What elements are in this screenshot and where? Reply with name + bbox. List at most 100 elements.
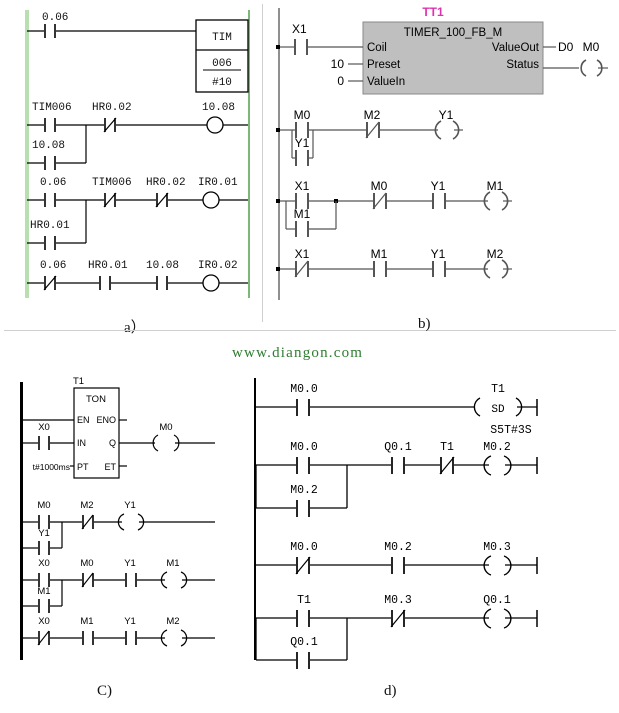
contact-label: M0 xyxy=(294,108,311,122)
output-coil[interactable] xyxy=(202,191,220,209)
contact-label: X1 xyxy=(295,179,310,193)
contact-label: T1 xyxy=(297,594,311,607)
contact-label: 10.08 xyxy=(146,260,179,272)
left-power-rail xyxy=(25,10,29,298)
output-coil[interactable] xyxy=(473,397,481,417)
timer-function-block[interactable]: TT1 TIMER_100_FB_M Coil Preset ValueIn V… xyxy=(362,5,544,95)
fb-output-pin-status: Status xyxy=(506,59,539,71)
output-coil[interactable] xyxy=(152,434,159,452)
caption-c: C) xyxy=(97,683,112,699)
output-coil[interactable] xyxy=(202,274,220,292)
contact-slash xyxy=(155,192,169,208)
coil-label: Y1 xyxy=(124,500,136,511)
coil-label: M1 xyxy=(166,558,179,569)
output-coil[interactable] xyxy=(117,513,125,531)
ton-pin-pt: PT xyxy=(77,462,89,472)
output-coil[interactable] xyxy=(483,191,491,211)
ton-pin-eno: ENO xyxy=(96,415,116,425)
b-rung-2: X1 M0 Y1 M1 M1 xyxy=(276,179,512,237)
coil-label: Q0.1 xyxy=(483,594,511,607)
contact-label: M0.0 xyxy=(290,383,318,396)
output-coil[interactable] xyxy=(206,116,224,134)
ton-pt-value: t#1000ms xyxy=(33,462,70,472)
contact-label: M0.0 xyxy=(290,541,318,554)
output-coil[interactable] xyxy=(483,455,492,476)
coil-label: 10.08 xyxy=(202,102,235,114)
fb-preset-value: 10 xyxy=(331,57,345,71)
coil-label: M0.3 xyxy=(483,541,511,554)
contact-slash xyxy=(390,609,406,628)
contact-slash xyxy=(294,260,309,278)
timer-preset-label: S5T#3S xyxy=(490,424,532,437)
ton-body[interactable] xyxy=(73,387,120,479)
contact-label: M2 xyxy=(364,108,381,122)
coil-label: IR0.01 xyxy=(198,177,238,189)
panel-divider-horizontal xyxy=(4,330,616,331)
caption-a: a） xyxy=(124,320,146,336)
contact-label: T1 xyxy=(440,441,454,454)
output-coil[interactable] xyxy=(483,555,492,576)
c-rung-1: M0 M2 Y1 Y1 xyxy=(21,500,215,555)
fb-status-target-label: M0 xyxy=(583,40,600,54)
a-rung-1: 0.06 TIM 006 #10 xyxy=(27,12,249,93)
panel-a-omron: 0.06 TIM 006 #10 TIM006 HR0.02 10.08 10.… xyxy=(0,0,262,310)
panel-divider-vertical xyxy=(262,4,263,322)
left-power-rail xyxy=(278,8,280,300)
tim-block[interactable] xyxy=(195,19,249,93)
branch-contact-label: M0.2 xyxy=(290,484,318,497)
fb-input-pin-preset: Preset xyxy=(367,59,401,71)
c-rung-2: X0 M0 Y1 M1 M1 xyxy=(21,558,215,613)
ton-pin-q: Q xyxy=(109,438,116,448)
fb-coil-source-label: X1 xyxy=(292,22,307,36)
c-rung-3: X0 M1 Y1 M2 xyxy=(22,616,215,647)
fb-input-pin-valuein: ValueIn xyxy=(367,76,405,88)
coil-label: T1 xyxy=(491,383,505,396)
output-coil[interactable] xyxy=(160,571,168,589)
a-rung-4: 0.06 HR0.01 10.08 IR0.02 xyxy=(27,260,248,292)
ton-pin-in: IN xyxy=(77,438,86,448)
a-rung-2: TIM006 HR0.02 10.08 10.08 xyxy=(27,102,248,170)
contact-label: X0 xyxy=(38,558,50,569)
coil-label: M1 xyxy=(487,179,504,193)
contact-slash xyxy=(365,121,380,139)
site-watermark: www.diangon.com xyxy=(232,345,364,361)
output-coil[interactable] xyxy=(483,608,492,629)
ton-instance-label: T1 xyxy=(73,376,84,387)
coil-label: M2 xyxy=(166,616,179,627)
output-coil[interactable] xyxy=(483,259,491,279)
contact-label: M0.2 xyxy=(384,541,412,554)
b-rung-1: M0 M2 Y1 Y1 xyxy=(276,108,463,166)
contact-label: HR0.01 xyxy=(88,260,128,272)
ton-type-label: TON xyxy=(86,394,106,405)
coil-inner-label: SD xyxy=(491,404,505,416)
output-coil[interactable] xyxy=(434,120,442,140)
fb-valueout-target: D0 xyxy=(558,40,574,54)
coil-label: M0.2 xyxy=(483,441,511,454)
contact-label: M0 xyxy=(37,500,50,511)
fb-input-pin-coil: Coil xyxy=(367,42,387,54)
ton-pin-en: EN xyxy=(77,415,90,425)
caption-b: b) xyxy=(418,316,431,332)
contact-slash xyxy=(43,275,57,291)
output-coil[interactable] xyxy=(160,629,168,647)
fb-body[interactable] xyxy=(362,21,544,95)
branch-contact-label: Q0.1 xyxy=(290,636,318,649)
ton-function-block[interactable]: T1 TON EN IN PT ENO Q ET xyxy=(73,376,120,479)
contact-slash xyxy=(439,456,455,475)
ton-q-coil-label: M0 xyxy=(159,422,172,433)
contact-label: Y1 xyxy=(431,247,446,261)
panel-c-ton-timer: T1 TON EN IN PT ENO Q ET X0 t#1000ms M0 … xyxy=(0,370,230,675)
caption-d: d) xyxy=(384,683,397,699)
contact-label: X0 xyxy=(38,616,50,627)
d-rung-4: T1 M0.3 Q0.1 Q0.1 xyxy=(255,594,538,669)
right-power-rail xyxy=(248,10,250,298)
output-coil[interactable] xyxy=(580,59,587,77)
contact-label: M0 xyxy=(80,558,93,569)
coil-label: Y1 xyxy=(439,108,454,122)
contact-label: M0 xyxy=(371,179,388,193)
tim-block-line-0: TIM xyxy=(212,32,232,44)
coil-label: M2 xyxy=(487,247,504,261)
fb-valuein-value: 0 xyxy=(337,74,344,88)
branch-contact-label: M1 xyxy=(37,586,50,597)
fb-instance-label: TT1 xyxy=(422,5,444,19)
